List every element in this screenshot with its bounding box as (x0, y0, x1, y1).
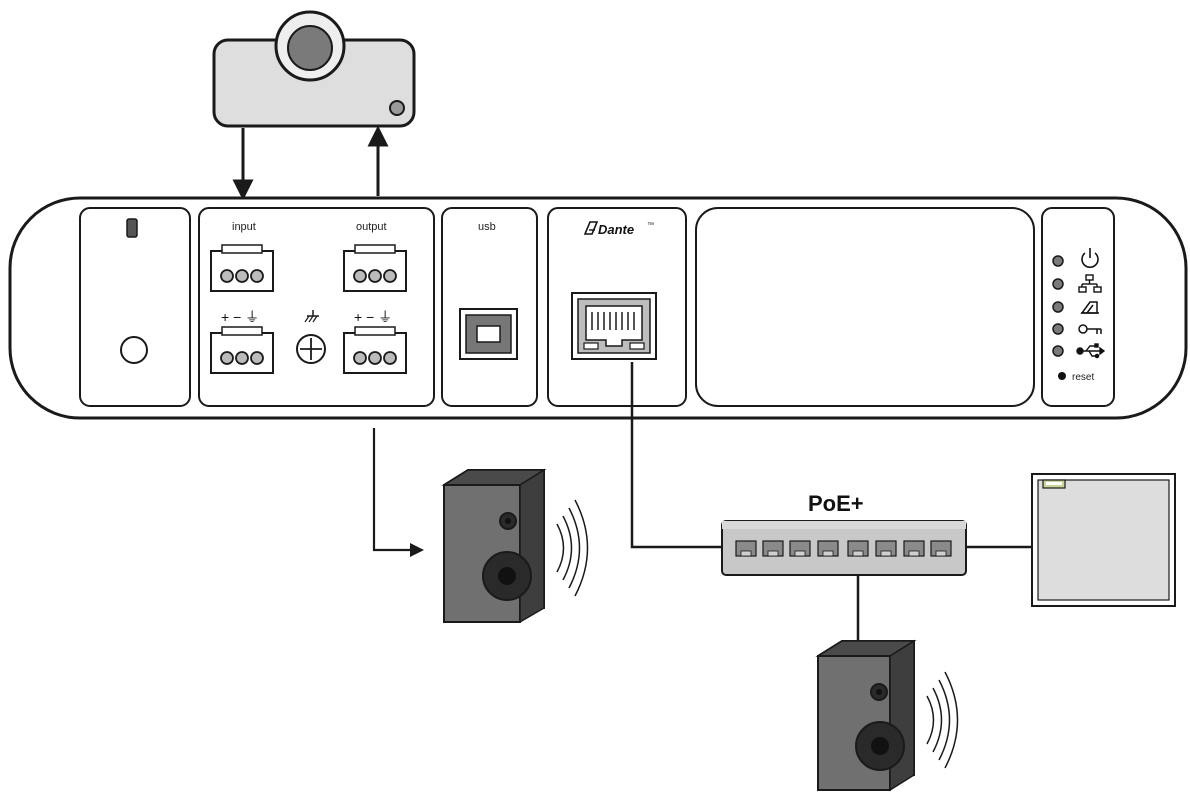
blank-panel-section (695, 207, 1035, 407)
input-connector-bottom[interactable] (210, 326, 274, 374)
output-pin-symbols: + − ⏚ (354, 309, 392, 325)
status-section: reset (1041, 207, 1115, 407)
access-point-device (1031, 473, 1176, 607)
cable-to-speaker-1 (372, 428, 410, 552)
status-led (1052, 345, 1064, 357)
power-switch-indicator (126, 218, 138, 238)
switch-port[interactable] (847, 540, 869, 557)
usb-icon (1076, 343, 1106, 359)
speaker-1 (441, 468, 589, 624)
network-icon (1078, 274, 1102, 293)
rj45-port[interactable] (571, 292, 657, 360)
switch-port[interactable] (789, 540, 811, 557)
audio-io-section: input output + − ⏚ + − ⏚ (198, 207, 435, 407)
reset-label: reset (1072, 372, 1094, 383)
dante-icon (1080, 301, 1099, 314)
usb-section: usb (441, 207, 538, 407)
input-label: input (232, 221, 256, 233)
output-connector-top[interactable] (343, 244, 407, 292)
key-icon (1078, 324, 1102, 334)
speaker-2 (815, 639, 959, 792)
switch-port[interactable] (762, 540, 784, 557)
switch-port[interactable] (735, 540, 757, 557)
dante-trademark: ™ (647, 222, 654, 229)
input-pin-symbols: + − ⏚ (221, 309, 259, 325)
dante-section: Dante ™ (547, 207, 687, 407)
usb-label: usb (478, 221, 496, 233)
status-led (1052, 301, 1064, 313)
cable-dante-to-switch (630, 362, 722, 549)
status-led (1052, 278, 1064, 290)
output-label: output (356, 221, 387, 233)
status-led (1052, 255, 1064, 267)
switch-port[interactable] (930, 540, 952, 557)
camera-device (212, 10, 416, 128)
arrowhead-speaker-1 (410, 543, 424, 557)
poe-label: PoE+ (808, 491, 864, 516)
output-connector-bottom[interactable] (343, 326, 407, 374)
dante-logo-icon (583, 221, 599, 235)
power-icon (1081, 248, 1099, 268)
usb-b-port[interactable] (459, 308, 518, 360)
switch-port[interactable] (875, 540, 897, 557)
ground-screw (296, 310, 326, 364)
dante-label: Dante (598, 222, 634, 237)
power-button[interactable] (120, 336, 148, 364)
status-led (1052, 323, 1064, 335)
input-connector-top[interactable] (210, 244, 274, 292)
reset-button[interactable] (1058, 372, 1066, 380)
power-section (79, 207, 191, 407)
switch-port[interactable] (903, 540, 925, 557)
switch-port[interactable] (817, 540, 839, 557)
poe-switch (721, 520, 967, 576)
